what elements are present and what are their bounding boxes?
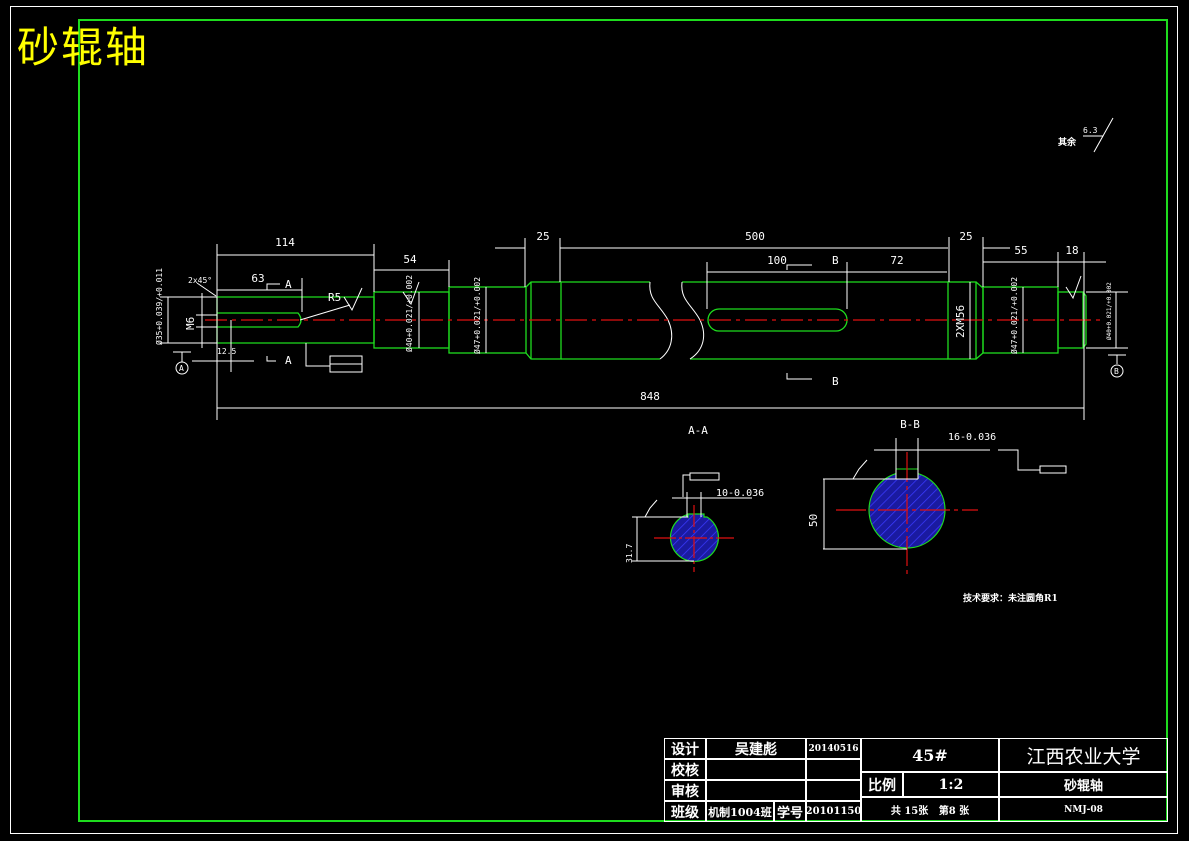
dim-100: 100	[767, 254, 787, 267]
roughness-symbol-icon	[1083, 117, 1114, 153]
geometric-tolerance-frame	[329, 355, 363, 373]
drawing-border-outer	[10, 6, 1178, 834]
dim-54: 54	[403, 253, 417, 266]
reviewer-date	[806, 780, 861, 801]
scale-label: 比例	[861, 772, 903, 797]
section-aa-width-dim: 10-0.036	[716, 488, 764, 499]
section-bb: 16-0.036 50	[807, 432, 1067, 574]
section-bb-width-dim: 16-0.036	[948, 432, 996, 443]
section-a-top: A	[285, 278, 292, 291]
dim-25-right: 25	[959, 230, 972, 243]
dim-18: 18	[1065, 244, 1078, 257]
class-label: 班级	[664, 801, 706, 822]
section-aa: 10-0.036 31.7	[625, 472, 764, 572]
technical-requirements: 技术要求：未注圆角R1	[963, 592, 1058, 604]
section-bb-title: B-B	[900, 418, 920, 431]
roughness-symbols	[343, 275, 1082, 312]
designer-label: 设计	[664, 738, 706, 759]
class-value: 机制1004班	[706, 801, 774, 822]
sheet-count: 共 15张 第8 张	[861, 797, 999, 822]
dim-dia-40-right: Ø40+0.021/+0.002	[1106, 282, 1113, 340]
dim-r5: R5	[328, 291, 341, 304]
section-aa-height-dim: 31.7	[625, 544, 634, 563]
dim-dia-35: Ø35+0.039/+0.011	[154, 268, 164, 345]
shaft-shoulder	[525, 281, 562, 360]
drawing-border-inner	[78, 19, 1168, 822]
section-b-top: B	[832, 254, 839, 267]
roughness-icon	[343, 287, 363, 312]
checker-value	[706, 759, 806, 780]
part-name: 砂辊轴	[999, 772, 1168, 797]
material: 45#	[861, 738, 999, 772]
checker-label: 校核	[664, 759, 706, 780]
dim-m6: M6	[184, 317, 197, 330]
dim-dia-47-right: Ø47+0.021/+0.002	[1009, 277, 1019, 354]
roughness-default: 其余 6.3	[1058, 117, 1114, 153]
dim-63: 63	[251, 272, 264, 285]
datum-a-label: A	[179, 364, 184, 373]
designer-name: 吴建彪	[706, 738, 806, 759]
dim-55: 55	[1014, 244, 1027, 257]
drawing-number: NMJ-08	[999, 797, 1168, 822]
section-a-bottom: A	[285, 354, 292, 367]
roughness-default-value: 6.3	[1083, 126, 1098, 135]
dim-12-5: 12.5	[217, 347, 236, 356]
university: 江西农业大学	[999, 738, 1168, 772]
section-b-bottom: B	[832, 375, 839, 388]
roughness-icon	[402, 281, 420, 306]
student-id-label: 学号	[774, 801, 806, 822]
dim-25-left: 25	[536, 230, 549, 243]
section-bb-height-dim: 50	[807, 514, 820, 527]
dim-chamfer: 2x45°	[188, 276, 212, 285]
dimension-lines	[160, 237, 1128, 420]
scale-value: 1:2	[903, 772, 999, 797]
reviewer-value	[706, 780, 806, 801]
design-date: 20140516	[806, 738, 861, 759]
dim-114: 114	[275, 236, 295, 249]
datum-b-label: B	[1114, 367, 1119, 376]
dim-500: 500	[745, 230, 765, 243]
dim-dia-40: Ø40+0.021/+0.002	[404, 275, 414, 352]
title-block: 设计 吴建彪 20140516 校核 审核 班级 机制1004班 学号 2010…	[664, 738, 1168, 822]
drawing-title: 砂辊轴	[17, 23, 150, 72]
checker-date	[806, 759, 861, 780]
dim-dia-47-left: Ø47+0.021/+0.002	[472, 277, 482, 354]
section-aa-title: A-A	[688, 424, 708, 437]
roughness-icon	[1065, 275, 1082, 300]
roughness-default-label: 其余	[1058, 136, 1077, 148]
dim-848: 848	[640, 390, 660, 403]
reviewer-label: 审核	[664, 780, 706, 801]
student-id: 20101150	[806, 801, 861, 822]
dim-72: 72	[890, 254, 903, 267]
dim-2xm56: 2XM56	[954, 305, 967, 338]
